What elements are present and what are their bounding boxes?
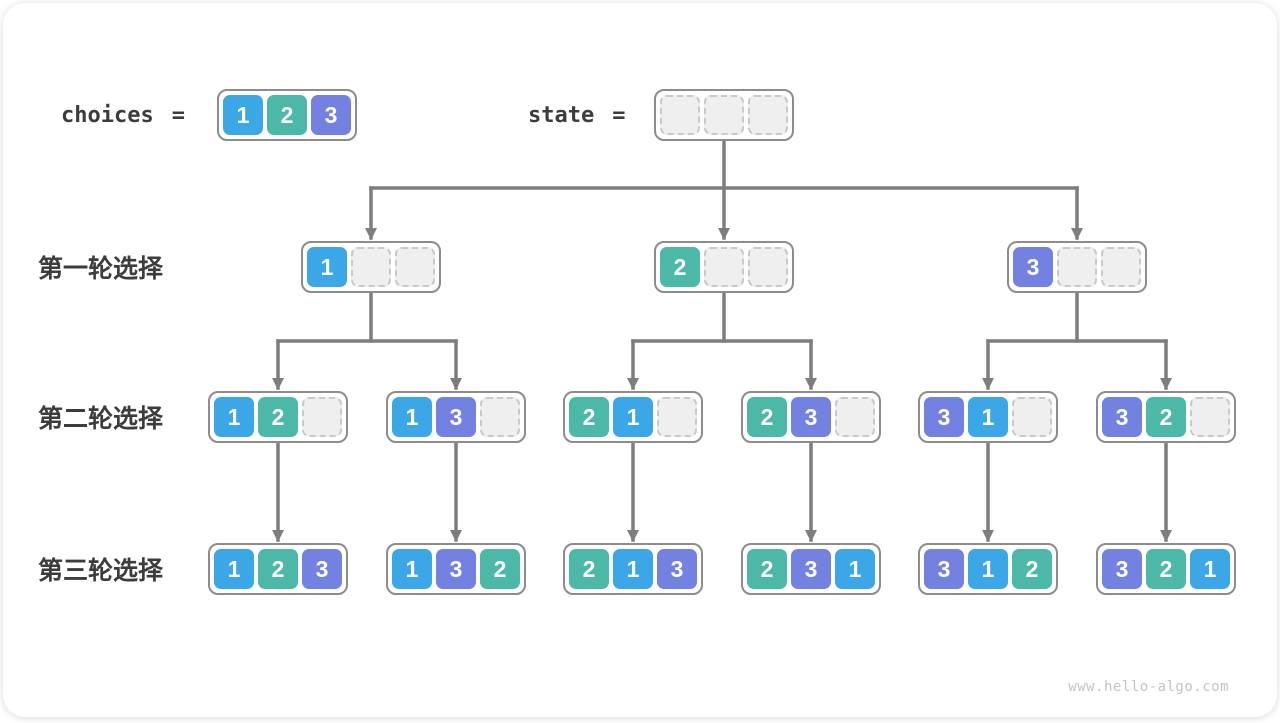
cell-empty [835, 397, 875, 437]
cell-2: 2 [267, 95, 307, 135]
cell-empty [704, 247, 744, 287]
state-equals-sign: = [612, 103, 625, 128]
cell-1: 1 [214, 397, 254, 437]
cell-3: 3 [1102, 397, 1142, 437]
watermark: www.hello-algo.com [1068, 679, 1229, 695]
cell-1: 1 [968, 549, 1008, 589]
round-2-label: 第二轮选择 [38, 391, 163, 443]
cell-3: 3 [1013, 247, 1053, 287]
cell-1: 1 [307, 247, 347, 287]
cell-empty [1190, 397, 1230, 437]
round-1-label: 第一轮选择 [38, 241, 163, 293]
cell-3: 3 [657, 549, 697, 589]
cell-empty [657, 397, 697, 437]
cell-3: 3 [436, 549, 476, 589]
cell-2: 2 [258, 397, 298, 437]
cell-3: 3 [791, 397, 831, 437]
cell-2: 2 [1146, 549, 1186, 589]
cell-2: 2 [258, 549, 298, 589]
state-label: state [528, 103, 594, 128]
cell-2: 2 [660, 247, 700, 287]
cell-3: 3 [311, 95, 351, 135]
cell-empty [660, 95, 700, 135]
cell-empty [302, 397, 342, 437]
cell-empty [351, 247, 391, 287]
cell-empty [480, 397, 520, 437]
round-3-label: 第三轮选择 [38, 543, 163, 595]
cell-1: 1 [968, 397, 1008, 437]
array-box-round1-2: 2 [654, 241, 794, 293]
cell-empty [1057, 247, 1097, 287]
state-expression: state = [528, 89, 625, 141]
cell-1: 1 [835, 549, 875, 589]
cell-3: 3 [924, 397, 964, 437]
cell-1: 1 [392, 549, 432, 589]
cell-empty [748, 95, 788, 135]
array-box-round1-1: 1 [301, 241, 441, 293]
choices-expression: choices = [61, 89, 185, 141]
array-box-round1-3: 3 [1007, 241, 1147, 293]
cell-2: 2 [569, 397, 609, 437]
cell-empty [1012, 397, 1052, 437]
cell-1: 1 [613, 549, 653, 589]
cell-2: 2 [1012, 549, 1052, 589]
cell-1: 1 [223, 95, 263, 135]
cell-1: 1 [214, 549, 254, 589]
cell-empty [1101, 247, 1141, 287]
cell-2: 2 [1146, 397, 1186, 437]
cell-3: 3 [791, 549, 831, 589]
tree-connector-arrows [3, 3, 1280, 723]
cell-3: 3 [302, 549, 342, 589]
cell-2: 2 [747, 549, 787, 589]
cell-3: 3 [1102, 549, 1142, 589]
cell-empty [704, 95, 744, 135]
cell-2: 2 [747, 397, 787, 437]
cell-empty [395, 247, 435, 287]
cell-1: 1 [392, 397, 432, 437]
cell-3: 3 [924, 549, 964, 589]
cell-2: 2 [569, 549, 609, 589]
choices-label: choices [61, 103, 154, 128]
cell-1: 1 [1190, 549, 1230, 589]
cell-3: 3 [436, 397, 476, 437]
state-array-box [654, 89, 794, 141]
cell-1: 1 [613, 397, 653, 437]
cell-empty [748, 247, 788, 287]
choices-equals-sign: = [172, 103, 185, 128]
cell-2: 2 [480, 549, 520, 589]
